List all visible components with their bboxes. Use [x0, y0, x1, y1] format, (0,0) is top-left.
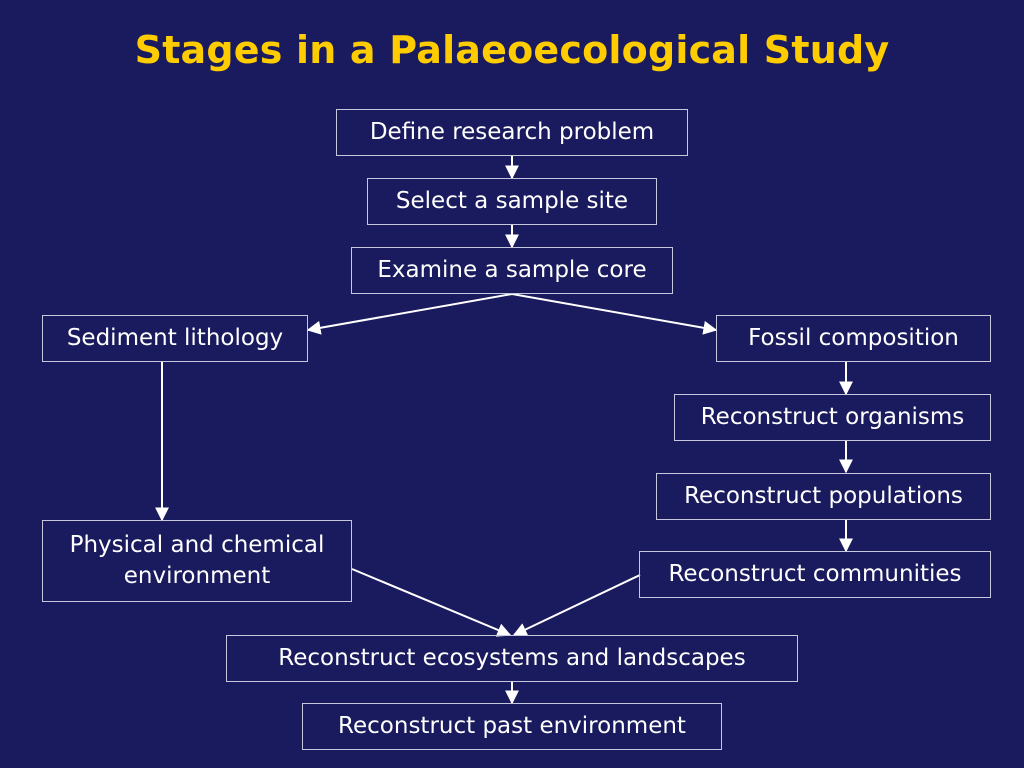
arrow-core-to-sediment: [306, 293, 513, 335]
node-examine-sample-core: Examine a sample core: [351, 247, 673, 294]
node-select-sample-site: Select a sample site: [367, 178, 657, 225]
node-define-research-problem: Define research problem: [336, 109, 688, 156]
node-physical-line2: environment: [123, 563, 271, 589]
arrow-communities-to-ecosystems: [512, 574, 641, 636]
node-physical-chemical-environment: Physical and chemical environment: [42, 520, 352, 602]
node-sediment-lithology: Sediment lithology: [42, 315, 308, 362]
node-fossil-composition: Fossil composition: [716, 315, 991, 362]
node-reconstruct-organisms: Reconstruct organisms: [674, 394, 991, 441]
node-reconstruct-populations: Reconstruct populations: [656, 473, 991, 520]
arrow-core-to-fossil: [511, 293, 718, 335]
node-reconstruct-past-environment: Reconstruct past environment: [302, 703, 722, 750]
arrow-physical-to-ecosystems: [351, 568, 512, 637]
node-reconstruct-communities: Reconstruct communities: [639, 551, 991, 598]
node-physical-line1: Physical and chemical: [69, 531, 325, 558]
slide-title: Stages in a Palaeoecological Study: [134, 28, 890, 72]
node-reconstruct-ecosystems-landscapes: Reconstruct ecosystems and landscapes: [226, 635, 798, 682]
